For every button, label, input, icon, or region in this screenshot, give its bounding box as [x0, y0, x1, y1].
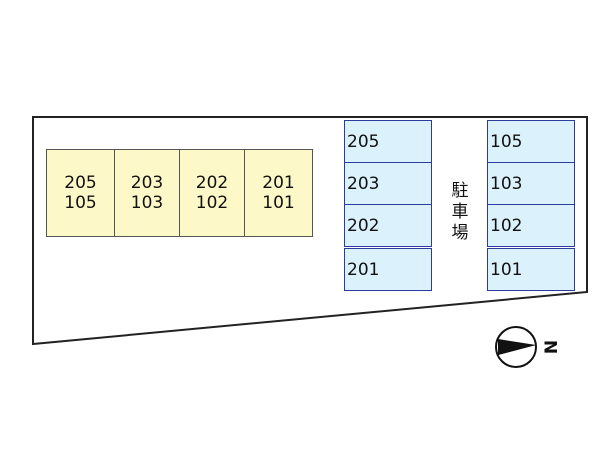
unit-number-lower: 102: [195, 193, 229, 213]
parking-stall: 102: [487, 204, 575, 247]
building-unit-block-1: 205 105: [46, 149, 115, 237]
parking-stall: 202: [344, 204, 432, 247]
parking-stall: 205: [344, 120, 432, 163]
parking-stall: 105: [487, 120, 575, 163]
unit-number-lower: 105: [64, 193, 97, 213]
compass-letter: N: [542, 340, 558, 354]
building-unit-block-4: 201 101: [244, 149, 313, 237]
unit-number-lower: 101: [262, 193, 295, 213]
unit-number-lower: 103: [130, 193, 164, 213]
parking-stall: 103: [487, 162, 575, 205]
unit-number-upper: 205: [64, 173, 97, 193]
unit-number-upper: 201: [262, 173, 295, 193]
parking-stall: 101: [487, 248, 575, 291]
parking-stall: 201: [344, 248, 432, 291]
unit-number-upper: 203: [130, 173, 164, 193]
parking-label: 駐車場: [451, 181, 469, 243]
north-arrow-icon: N: [495, 326, 558, 368]
parking-stall: 203: [344, 162, 432, 205]
unit-number-upper: 202: [195, 173, 229, 193]
building-unit-block-3: 202 102: [179, 149, 245, 237]
building-unit-block-2: 203 103: [114, 149, 180, 237]
